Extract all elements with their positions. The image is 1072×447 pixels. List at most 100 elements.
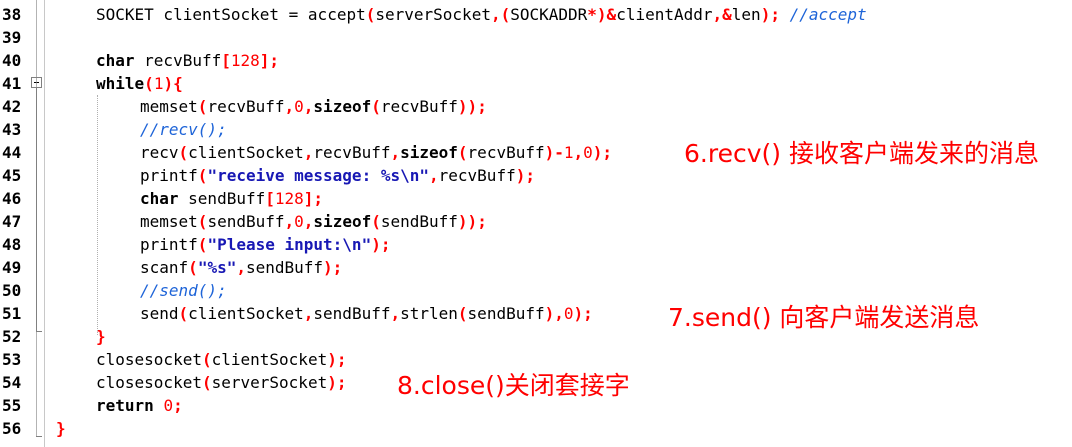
code-token: ); xyxy=(327,373,347,392)
code-token: ); xyxy=(323,258,343,277)
code-line[interactable]: //recv(); xyxy=(140,118,227,141)
line-number: 44 xyxy=(2,143,22,162)
code-token: clientSocket xyxy=(188,304,304,323)
code-token: char xyxy=(140,189,179,208)
code-token: ); xyxy=(760,5,780,24)
code-token: //accept xyxy=(779,5,867,24)
code-token: , xyxy=(573,143,584,162)
line-number: 53 xyxy=(2,350,22,369)
code-token: ( xyxy=(201,373,212,392)
code-token: sendBuff xyxy=(467,304,545,323)
code-token: )); xyxy=(457,97,487,116)
code-token: ); xyxy=(573,304,593,323)
line-number: 54 xyxy=(2,373,22,392)
code-token: , xyxy=(303,97,314,116)
code-token: ,( xyxy=(490,5,511,24)
code-token: ); xyxy=(515,166,535,185)
code-token: sendBuff xyxy=(207,212,285,231)
code-token: recv xyxy=(140,143,179,162)
code-token: 1 xyxy=(153,74,164,93)
code-token: sizeof xyxy=(313,97,372,116)
code-token: } xyxy=(96,327,106,346)
code-token: , xyxy=(303,212,314,231)
code-line[interactable]: closesocket(serverSocket); xyxy=(96,371,346,394)
code-token: recvBuff xyxy=(438,166,516,185)
line-number: 42 xyxy=(2,97,22,116)
code-token: , xyxy=(284,97,295,116)
code-token: "%s" xyxy=(197,258,237,277)
code-token: char xyxy=(96,51,135,70)
line-number: 43 xyxy=(2,120,22,139)
code-line[interactable]: printf("receive message: %s\n",recvBuff)… xyxy=(140,164,535,187)
code-token: 0 xyxy=(163,396,174,415)
line-number: 50 xyxy=(2,281,22,300)
code-line[interactable]: char sendBuff[128]; xyxy=(140,187,323,210)
code-token: serverSocket xyxy=(211,373,328,392)
line-number: 39 xyxy=(2,28,22,47)
outer-fold-line xyxy=(36,0,37,437)
code-token: )- xyxy=(544,143,564,162)
code-token: 128 xyxy=(230,51,260,70)
code-token: *)& xyxy=(587,5,617,24)
code-token: sendBuff xyxy=(380,212,458,231)
code-token: accept xyxy=(307,5,366,24)
fold-end-marker xyxy=(36,331,42,332)
code-token: , xyxy=(390,304,401,323)
code-token: 1 xyxy=(563,143,574,162)
code-token: while xyxy=(96,74,145,93)
code-token: clientAddr xyxy=(616,5,713,24)
code-token: ,& xyxy=(712,5,732,24)
code-line[interactable]: char recvBuff[128]; xyxy=(96,49,279,72)
code-token: memset xyxy=(140,212,198,231)
code-token: recvBuff xyxy=(313,143,391,162)
code-line[interactable]: while(1){ xyxy=(96,72,183,95)
line-number: 41 xyxy=(2,74,22,93)
code-token: SOCKET xyxy=(96,5,154,24)
code-line[interactable]: scanf("%s",sendBuff); xyxy=(140,256,342,279)
code-token: 0 xyxy=(294,212,304,231)
code-token: "receive message: %s\n" xyxy=(207,166,429,185)
code-token: recvBuff xyxy=(380,97,458,116)
code-token: recvBuff xyxy=(207,97,285,116)
code-token: [ xyxy=(265,189,275,208)
code-token: 0 xyxy=(563,304,574,323)
code-line[interactable]: printf("Please input:\n"); xyxy=(140,233,390,256)
code-token: printf xyxy=(140,166,198,185)
code-token: sendBuff xyxy=(313,304,391,323)
code-token: len xyxy=(731,5,761,24)
code-line[interactable]: memset(recvBuff,0,sizeof(recvBuff)); xyxy=(140,95,487,118)
code-line[interactable]: //send(); xyxy=(140,279,227,302)
annotation-recv: 6.recv() 接收客户端发来的消息 xyxy=(684,139,1039,168)
code-token xyxy=(154,396,164,415)
code-token: clientSocket xyxy=(188,143,304,162)
code-line[interactable]: return 0; xyxy=(96,394,183,417)
code-token: //recv(); xyxy=(140,120,227,139)
code-line[interactable]: } xyxy=(56,417,66,440)
code-token: , xyxy=(390,143,401,162)
code-line[interactable]: closesocket(clientSocket); xyxy=(96,348,346,371)
line-number: 48 xyxy=(2,235,22,254)
code-token: , xyxy=(236,258,246,277)
code-token: ( xyxy=(201,350,212,369)
line-number: 51 xyxy=(2,304,22,323)
annotation-send: 7.send() 向客户端发送消息 xyxy=(668,303,980,332)
code-token: ; xyxy=(173,396,183,415)
code-line[interactable]: } xyxy=(96,325,106,348)
code-token: closesocket xyxy=(96,350,202,369)
code-token: ( xyxy=(457,304,468,323)
code-line[interactable]: memset(sendBuff,0,sizeof(sendBuff)); xyxy=(140,210,487,233)
line-number: 49 xyxy=(2,258,22,277)
code-token: ){ xyxy=(163,74,183,93)
code-token: ( xyxy=(144,74,154,93)
code-line[interactable]: recv(clientSocket,recvBuff,sizeof(recvBu… xyxy=(140,141,612,164)
line-number: 45 xyxy=(2,166,22,185)
outer-fold-end-marker xyxy=(36,436,42,437)
code-token: sendBuff xyxy=(245,258,324,277)
code-token: , xyxy=(303,143,314,162)
code-token: recvBuff xyxy=(134,51,222,70)
code-token: ( xyxy=(371,212,381,231)
code-line[interactable]: SOCKET clientSocket = accept(serverSocke… xyxy=(96,3,867,26)
code-token: ( xyxy=(197,235,208,254)
code-line[interactable]: send(clientSocket,sendBuff,strlen(sendBu… xyxy=(140,302,593,325)
code-token: ( xyxy=(197,166,208,185)
